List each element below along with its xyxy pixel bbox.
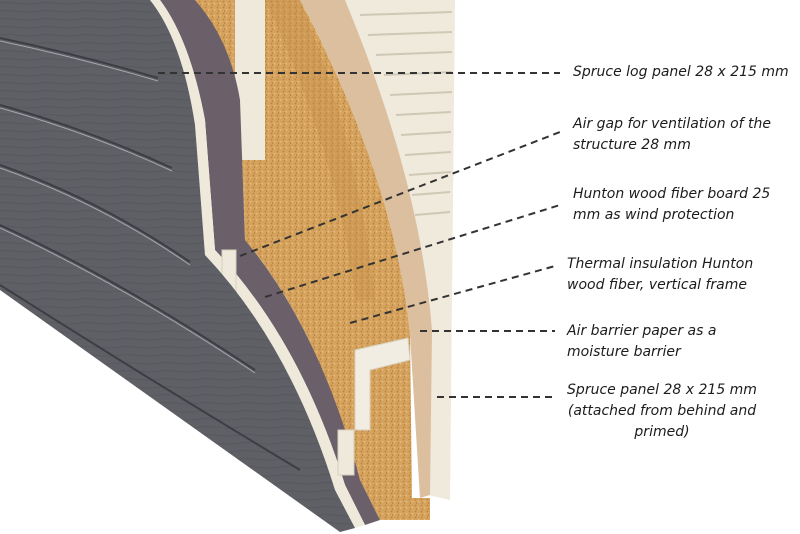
- batten-lower: [337, 429, 355, 476]
- label-air-gap: Air gap for ventilation of the structure…: [573, 116, 771, 153]
- label-thermal-insulation: Thermal insulation Hunton wood fiber, ve…: [567, 256, 754, 293]
- label-spruce-log-panel: Spruce log panel 28 x 215 mm: [573, 64, 789, 80]
- battens: [150, 0, 365, 528]
- label-air-barrier: Air barrier paper as a moisture barrier: [567, 323, 717, 360]
- exterior-log-panels: [0, 0, 355, 532]
- air-barrier-layer: [300, 0, 432, 498]
- interior-spruce-panel: [345, 0, 455, 500]
- leader-hunton-board: [264, 204, 561, 298]
- label-hunton-board: Hunton wood fiber board 25 mm as wind pr…: [573, 186, 771, 223]
- leader-air-gap: [239, 131, 561, 257]
- hunton-wind-board: [160, 0, 380, 525]
- thermal-insulation-layer: [195, 0, 430, 520]
- label-spruce-panel: Spruce panel 28 x 215 mm (attached from …: [567, 382, 757, 440]
- leader-lines: [158, 72, 561, 398]
